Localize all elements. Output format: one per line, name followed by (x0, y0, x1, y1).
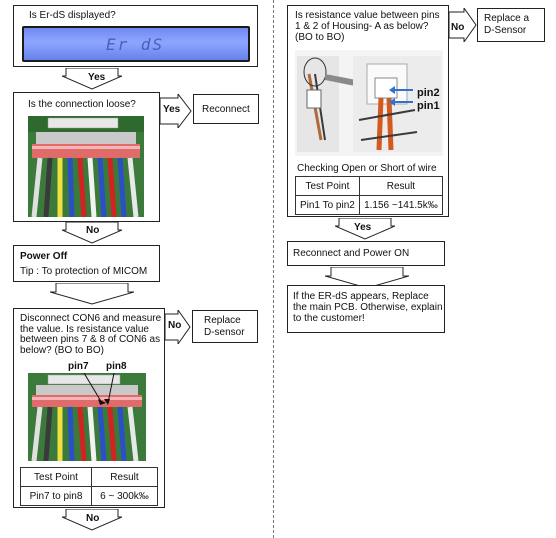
con6-test-table: Test Point Result Pin7 to pin8 6 ~ 300k‰ (20, 467, 159, 506)
question-text: Disconnect CON6 and measure the value. I… (20, 313, 162, 356)
step-reconnect-power-on: Reconnect and Power ON (287, 241, 445, 266)
arrow-down-icon (325, 267, 409, 289)
decision-connection-loose: Is the connection loose? (13, 92, 160, 222)
power-off-title: Power Off (20, 251, 68, 262)
action-text: Reconnect (202, 104, 250, 115)
pin1-label: pin1 (417, 100, 440, 112)
table-header-test-point: Test Point (20, 467, 92, 487)
arrow-down-icon (62, 509, 122, 531)
action-text: Replace D-sensor (204, 315, 245, 338)
question-text: Is Er-dS displayed? (29, 10, 116, 21)
step-final-check: If the ER-dS appears, Replace the main P… (287, 285, 445, 333)
table-header-result: Result (358, 176, 444, 196)
action-text: Replace a D-Sensor (484, 13, 530, 36)
table-cell-test-point: Pin7 to pin8 (20, 486, 92, 506)
pin8-label: pin8 (106, 361, 127, 372)
no-label: No (451, 22, 465, 33)
step-text: If the ER-dS appears, Replace the main P… (293, 291, 443, 324)
arrow-down-icon (62, 68, 122, 90)
arrow-down-icon (50, 283, 134, 305)
no-label: No (86, 225, 100, 236)
column-divider (273, 0, 274, 538)
no-label: No (86, 513, 100, 524)
step-text: Reconnect and Power ON (293, 248, 410, 259)
table-cell-test-point: Pin1 To pin2 (295, 195, 360, 215)
arrow-right-icon (160, 94, 192, 128)
no-label: No (168, 320, 182, 331)
con6-photo (28, 373, 146, 461)
question-text: Is resistance value between pins 1 & 2 o… (295, 10, 440, 43)
arrow-right-icon (449, 8, 477, 42)
lcd-display: Er dS (22, 26, 250, 62)
action-replace-d-sensor: Replace D-sensor (192, 310, 258, 343)
table-cell-result: 6 ~ 300k‰ (90, 486, 159, 506)
decision-er-ds-displayed: Is Er-dS displayed? Er dS (13, 5, 258, 67)
question-text: Is the connection loose? (28, 99, 136, 110)
table-header-result: Result (90, 467, 159, 487)
caption-text: Checking Open or Short of wire (297, 163, 437, 174)
arrow-down-icon (62, 222, 122, 244)
table-cell-result: 1.156 ~141.5k‰ (358, 195, 444, 215)
housing-a-test-table: Test Point Result Pin1 To pin2 1.156 ~14… (295, 176, 444, 215)
step-power-off: Power Off Tip : To protection of MICOM (13, 245, 160, 282)
pin7-label: pin7 (68, 361, 89, 372)
table-header-test-point: Test Point (295, 176, 360, 196)
lcd-text: Er dS (106, 35, 165, 54)
connector-photo (28, 116, 144, 217)
decision-con6-resistance: Disconnect CON6 and measure the value. I… (13, 308, 165, 508)
decision-housing-a-resistance: Is resistance value between pins 1 & 2 o… (287, 5, 449, 217)
yes-label: Yes (163, 104, 181, 115)
housing-a-photo (295, 50, 443, 156)
action-replace-a-d-sensor: Replace a D-Sensor (477, 8, 545, 42)
pin2-label: pin2 (417, 87, 440, 99)
arrow-right-icon (165, 310, 191, 344)
yes-label: Yes (354, 222, 372, 233)
yes-label: Yes (88, 72, 106, 83)
arrow-down-icon (335, 218, 395, 240)
action-reconnect: Reconnect (193, 94, 259, 124)
power-off-tip: Tip : To protection of MICOM (20, 266, 148, 277)
